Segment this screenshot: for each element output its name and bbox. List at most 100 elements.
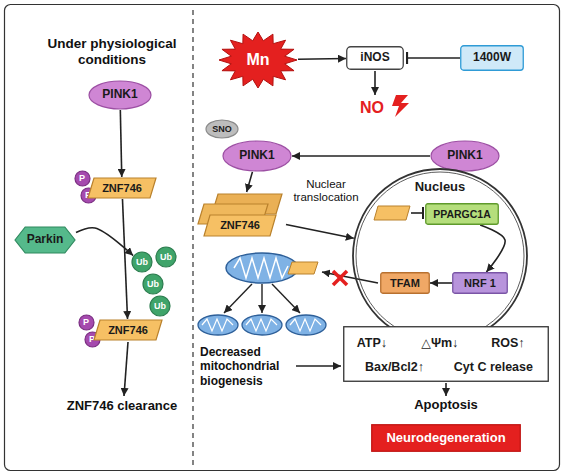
node-text: NRF 1 <box>464 277 496 290</box>
protein-tag: ZNF746 <box>93 319 163 341</box>
node-text: ROS↑ <box>491 336 524 350</box>
node-text: 1400W <box>473 51 511 65</box>
arrow-connector <box>298 58 346 60</box>
node-text: SNO <box>212 124 232 134</box>
gene-box: NRF 1 <box>452 272 508 294</box>
nucleus-circle: NucleusPPARGC1A NRF 1 TFAM <box>352 168 528 344</box>
arrow-connector <box>292 155 430 157</box>
node-text: Mn <box>246 51 269 69</box>
edge-label: Nuclear translocation <box>286 178 366 204</box>
arrow-line <box>296 365 341 367</box>
node-text: TFAM <box>390 277 420 290</box>
process-label: Decreased mitochondrial biogenesis <box>200 345 300 388</box>
tag-outline <box>204 215 276 236</box>
node-text: PPARGC1A <box>433 208 491 220</box>
arrow-line <box>261 284 262 313</box>
nucleus-inner-outline <box>356 172 524 340</box>
protein-ellipse-outline <box>89 81 151 109</box>
phospho-circle-outline <box>79 315 94 330</box>
gene-box-outline <box>453 273 508 294</box>
mitochondrion <box>242 315 282 335</box>
node-text: ZNF746 <box>108 324 148 337</box>
ubiquitin-circle: Ub <box>155 246 177 268</box>
ubiquitin-circle: Ub <box>142 273 164 295</box>
effects-box: ATP↓ △Ψm↓ ROS↑ Bax/Bcl2↑ Cyt C release <box>343 326 549 382</box>
arrow-connector <box>247 172 253 192</box>
arrow-line <box>322 272 378 283</box>
node-text: Cyt C release <box>454 360 533 374</box>
arrow-connector <box>430 282 452 284</box>
starburst: Mn <box>218 31 298 89</box>
phospho-circle: P <box>74 170 91 187</box>
node-text: Ub <box>136 257 148 267</box>
inhibitor-box-outline <box>461 46 524 71</box>
arrow-connector <box>122 199 127 319</box>
molecule-label: NO <box>352 98 392 117</box>
node-text: PINK1 <box>447 149 482 163</box>
node-text: ZNF746 <box>102 182 142 195</box>
hexagon-outline <box>15 227 75 253</box>
ubiquitin-circle: Ub <box>131 251 153 273</box>
arrow-line <box>124 342 128 396</box>
protein-tag: ZNF746 <box>87 177 157 199</box>
node-text: PINK1 <box>102 88 137 102</box>
protein-ellipse-outline <box>223 141 291 171</box>
phospho-circle-outline <box>75 171 90 186</box>
gene-box: TFAM <box>380 272 430 294</box>
mitochondrion-cristae <box>202 319 233 331</box>
node-text: Bax/Bcl2↑ <box>365 360 424 374</box>
protein-ellipse: PINK1 <box>88 80 152 110</box>
node-text: PINK1 <box>239 149 274 163</box>
protein-hexagon: Parkin <box>14 226 76 254</box>
node-text: Neurodegeneration <box>386 431 505 446</box>
mitochondrion <box>226 253 298 283</box>
node-text: Ub <box>147 279 159 289</box>
gene-box: PPARGC1A <box>425 203 499 225</box>
tag-outline <box>94 320 162 340</box>
inhibitor-box: 1400W <box>460 45 524 71</box>
aggregate-stack-shape <box>194 192 286 238</box>
node-text: iNOS <box>360 51 389 65</box>
node-text: Nucleus <box>415 180 466 195</box>
outcome-label: ZNF746 clearance <box>47 398 197 414</box>
mitochondrion-cristae <box>234 258 288 278</box>
block-cross <box>333 271 347 285</box>
ubiquitin-circle-outline <box>143 274 163 294</box>
mitochondrion <box>286 315 326 335</box>
arrow-connector <box>286 224 354 238</box>
node-text: Ub <box>154 301 166 311</box>
mitochondrion <box>198 315 238 335</box>
node-text: Parkin <box>27 233 64 247</box>
enzyme-box-outline <box>347 47 404 70</box>
node-text: △Ψm↓ <box>421 336 458 350</box>
enzyme-box: iNOS <box>346 46 404 70</box>
phospho-circle: P <box>78 314 95 331</box>
protein-ellipse: PINK1 <box>430 140 500 172</box>
nucleus-circle-shape <box>352 168 528 344</box>
lightning-symbol <box>392 95 409 117</box>
protein-ellipse-outline <box>431 141 499 171</box>
outer-frame <box>5 5 560 471</box>
aggregate-stack: ZNF746 <box>194 192 286 238</box>
gene-box-outline <box>426 204 499 225</box>
node-text: ZNF746 <box>220 219 260 232</box>
panel-heading: Under physiological conditions <box>32 36 192 68</box>
effects-box-outline <box>344 327 549 382</box>
block-cross <box>333 271 347 285</box>
tag-outline <box>88 178 156 198</box>
node-text: Ub <box>160 252 172 262</box>
process-label: Apoptosis <box>386 397 506 413</box>
arrow-connector <box>120 110 121 177</box>
arrow-connector <box>480 225 505 272</box>
arrow-line <box>224 284 252 313</box>
mitochondrion-cristae <box>290 319 321 331</box>
ubiquitin-circle-outline <box>132 252 152 272</box>
modification-ellipse: SNO <box>205 119 239 139</box>
node-text: ATP↓ <box>357 336 387 350</box>
inhibition-line <box>411 212 423 214</box>
ubiquitin-circle: Ub <box>149 295 171 317</box>
nucleus-outline <box>353 169 527 343</box>
znf746-fragment <box>288 262 318 274</box>
outcome-box-outline <box>372 425 521 452</box>
panel-divider <box>192 10 193 465</box>
